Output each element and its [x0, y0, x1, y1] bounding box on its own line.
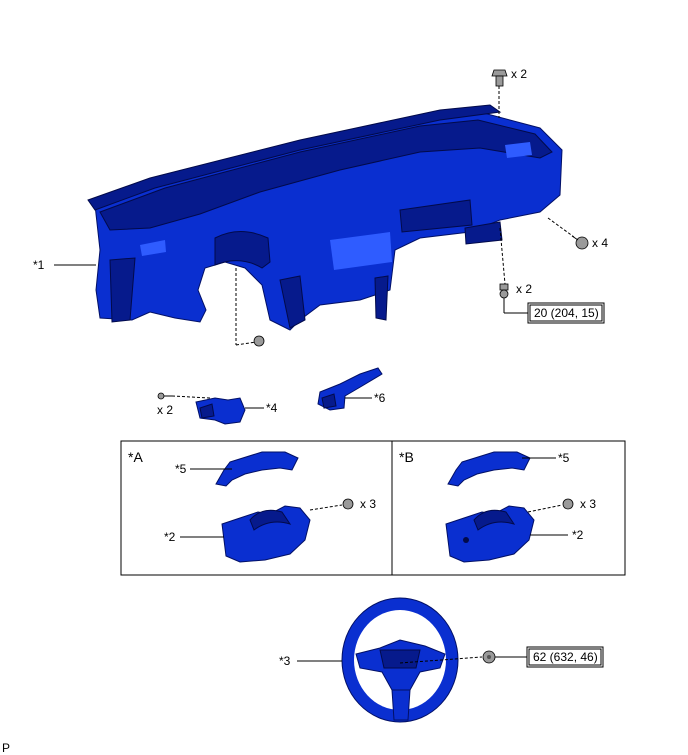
instrument-panel-assembly — [87, 104, 563, 331]
label-switch-left: *4 — [266, 401, 278, 415]
label-upper-cover-b: *5 — [558, 451, 570, 465]
upper-column-cover-b — [447, 451, 531, 487]
qty-cover-a-screw: x 3 — [360, 497, 376, 511]
nut-icon — [253, 335, 265, 347]
steering-wheel — [341, 597, 459, 723]
torque-box-dash-bolt: 20 (204, 15) — [527, 302, 605, 324]
torque-dash-bolt: 20 (204, 15) — [534, 306, 599, 320]
qty-top-clip: x 2 — [511, 67, 527, 81]
variant-a-label: *A — [128, 449, 143, 465]
variant-panel-frame — [120, 440, 626, 576]
torque-box-wheel-nut: 62 (632, 46) — [526, 646, 604, 668]
wiper-switch — [317, 367, 383, 411]
label-steering-wheel: *3 — [279, 654, 291, 668]
qty-cover-b-screw: x 3 — [580, 497, 596, 511]
label-dash-panel: *1 — [33, 258, 45, 272]
bolt-icon — [571, 235, 589, 250]
label-switch-right: *6 — [374, 391, 386, 405]
label-lower-cover-b: *2 — [572, 528, 584, 542]
bolt-icon — [499, 283, 509, 299]
label-lower-cover-a: *2 — [164, 530, 176, 544]
qty-lower-bolt: x 2 — [516, 282, 532, 296]
lower-column-cover-b — [445, 505, 535, 563]
upper-column-cover-a — [215, 451, 299, 487]
torque-wheel-nut: 62 (632, 46) — [533, 650, 598, 664]
screw-icon — [342, 498, 354, 510]
lower-column-cover-a — [221, 505, 311, 563]
qty-switch-screw: x 2 — [157, 403, 173, 417]
clip-fastener-icon — [491, 69, 508, 87]
variant-b-label: *B — [399, 449, 414, 465]
qty-right-bolt: x 4 — [592, 236, 608, 250]
screw-icon — [157, 392, 172, 400]
turn-signal-switch — [195, 397, 246, 425]
screw-icon — [562, 498, 574, 510]
footer-code: P — [2, 741, 10, 755]
nut-icon — [482, 650, 496, 664]
label-upper-cover-a: *5 — [175, 462, 187, 476]
